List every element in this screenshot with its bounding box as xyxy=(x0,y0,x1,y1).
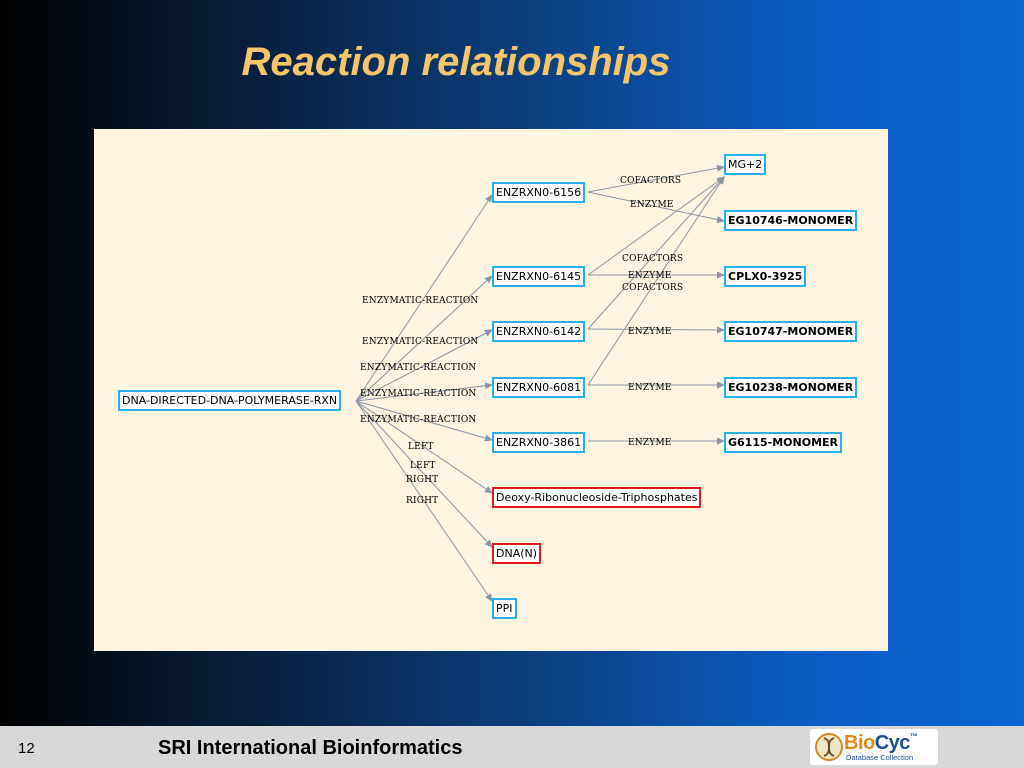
logo-tm: ™ xyxy=(909,732,918,741)
biocyc-emblem-icon xyxy=(815,733,843,761)
edge-6145-mg xyxy=(587,176,725,276)
edge-label-enzyme: ENZYME xyxy=(628,327,672,337)
edge-6081-mg xyxy=(587,176,725,386)
logo-bio-text: Bio xyxy=(844,732,875,754)
edge-label-enzyme: ENZYME xyxy=(628,438,672,448)
node-eg10746-monomer[interactable]: EG10746-MONOMER xyxy=(724,210,858,231)
edge-label-enzymatic-reaction: ENZYMATIC-REACTION xyxy=(360,389,477,399)
node-eg10238-monomer[interactable]: EG10238-MONOMER xyxy=(724,377,858,398)
node-eg10747-monomer[interactable]: EG10747-MONOMER xyxy=(724,321,858,342)
edge-label-enzymatic-reaction: ENZYMATIC-REACTION xyxy=(360,363,477,373)
node-ppi[interactable]: PPI xyxy=(492,598,517,619)
logo-subtitle: Database Collection xyxy=(846,753,914,762)
edge-label-enzyme: ENZYME xyxy=(630,200,674,210)
edge-label-enzyme: ENZYME xyxy=(628,271,672,281)
biocyc-wordmark: BioCyc™ xyxy=(844,732,918,755)
node-enzrxn-6142[interactable]: ENZRXN0-6142 xyxy=(492,321,586,342)
edge-label-left: LEFT xyxy=(410,461,436,471)
edge-6156-eg10746 xyxy=(587,191,725,223)
edge-rxn-ppi xyxy=(355,400,493,602)
node-enzrxn-6081[interactable]: ENZRXN0-6081 xyxy=(492,377,586,398)
organization-name: SRI International Bioinformatics xyxy=(158,737,463,759)
node-dna-n[interactable]: DNA(N) xyxy=(492,543,542,564)
node-enzrxn-6145[interactable]: ENZRXN0-6145 xyxy=(492,266,586,287)
edge-rxn-deoxy xyxy=(355,400,493,494)
page-number: 12 xyxy=(18,740,35,757)
edge-label-cofactors: COFACTORS xyxy=(622,283,684,293)
edge-rxn-3861 xyxy=(355,400,493,442)
reaction-diagram: ENZYMATIC-REACTION ENZYMATIC-REACTION EN… xyxy=(94,129,888,651)
edge-label-right: RIGHT xyxy=(406,475,439,485)
edge-rxn-6156 xyxy=(355,194,493,402)
slide-title: Reaction relationships xyxy=(241,40,671,84)
edge-6142-mg xyxy=(587,176,725,330)
node-mg2[interactable]: MG+2 xyxy=(724,154,767,175)
edge-rxn-dna xyxy=(355,400,493,548)
edge-label-enzymatic-reaction: ENZYMATIC-REACTION xyxy=(362,296,479,306)
edge-rxn-6081 xyxy=(355,382,493,402)
slide-footer: 12 SRI International Bioinformatics BioC… xyxy=(0,726,1024,768)
node-enzrxn-3861[interactable]: ENZRXN0-3861 xyxy=(492,432,586,453)
edge-label-right: RIGHT xyxy=(406,496,439,506)
edge-label-enzymatic-reaction: ENZYMATIC-REACTION xyxy=(362,337,479,347)
diagram-edges xyxy=(355,164,725,602)
edge-label-cofactors: COFACTORS xyxy=(620,176,682,186)
logo-cyc-text: Cyc xyxy=(874,732,911,754)
edge-6142-eg10747 xyxy=(587,326,725,334)
edge-6156-mg xyxy=(587,164,725,193)
edge-rxn-6145 xyxy=(355,275,493,402)
node-cplx0-3925[interactable]: CPLX0-3925 xyxy=(724,266,807,287)
node-deoxy-ribonucleoside-triphosphates[interactable]: Deoxy-Ribonucleoside-Triphosphates xyxy=(492,487,702,508)
biocyc-logo: BioCyc™ Database Collection xyxy=(810,729,938,765)
node-enzrxn-6156[interactable]: ENZRXN0-6156 xyxy=(492,182,586,203)
edge-label-left: LEFT xyxy=(408,442,434,452)
edge-label-cofactors: COFACTORS xyxy=(622,254,684,264)
node-reaction[interactable]: DNA-DIRECTED-DNA-POLYMERASE-RXN xyxy=(118,390,342,411)
edge-rxn-6142 xyxy=(355,329,493,402)
edge-label-enzymatic-reaction: ENZYMATIC-REACTION xyxy=(360,415,477,425)
edge-label-enzyme: ENZYME xyxy=(628,383,672,393)
node-g6115-monomer[interactable]: G6115-MONOMER xyxy=(724,432,842,453)
